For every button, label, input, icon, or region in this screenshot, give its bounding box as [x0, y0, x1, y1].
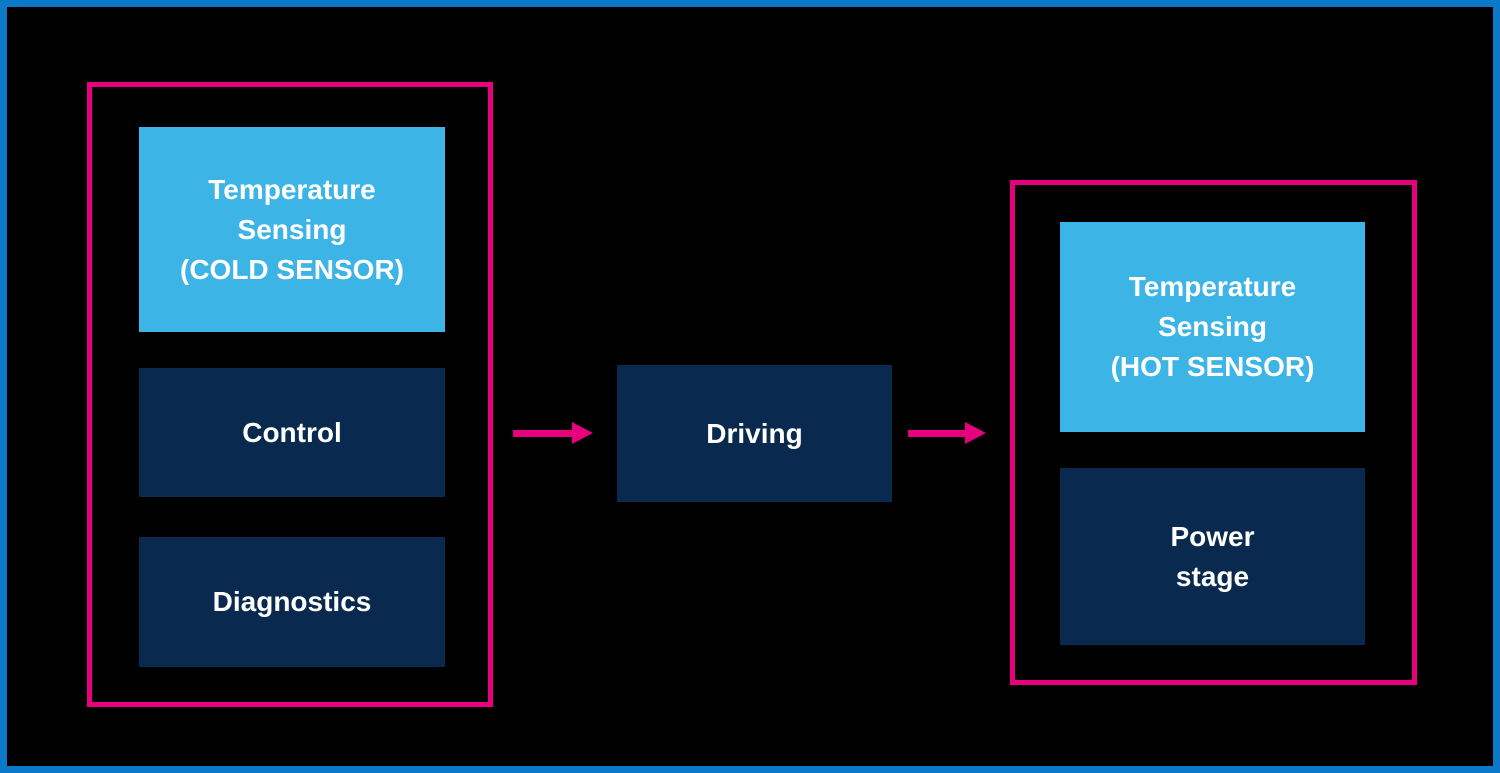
arrow-shaft — [513, 429, 572, 437]
driving-label: Driving — [706, 417, 803, 449]
control-label: Control — [242, 416, 342, 448]
arrow-driving-to-output — [908, 422, 986, 444]
diagnostics-label: Diagnostics — [212, 586, 372, 617]
diagnostics-box: Diagnostics — [139, 537, 445, 667]
arrow-left-to-driving — [513, 422, 593, 444]
power-stage-label: Power stage — [1170, 520, 1255, 592]
arrowhead-right-icon — [965, 422, 986, 444]
power-stage-box: Power stage — [1060, 468, 1365, 645]
temperature-sensing-hot-label: Temperature Sensing (HOT SENSOR) — [1110, 271, 1315, 382]
hot-sensor-group-outline — [1010, 180, 1417, 685]
driving-box: Driving — [617, 365, 892, 502]
control-box: Control — [139, 368, 445, 497]
arrow-shaft — [908, 429, 965, 437]
temperature-sensing-cold-label: Temperature Sensing (COLD SENSOR) — [180, 173, 404, 285]
temperature-sensing-cold-box: Temperature Sensing (COLD SENSOR) — [139, 127, 445, 332]
cold-sensor-group-outline — [87, 82, 493, 707]
temperature-sensing-hot-box: Temperature Sensing (HOT SENSOR) — [1060, 222, 1365, 432]
arrowhead-right-icon — [572, 422, 593, 444]
